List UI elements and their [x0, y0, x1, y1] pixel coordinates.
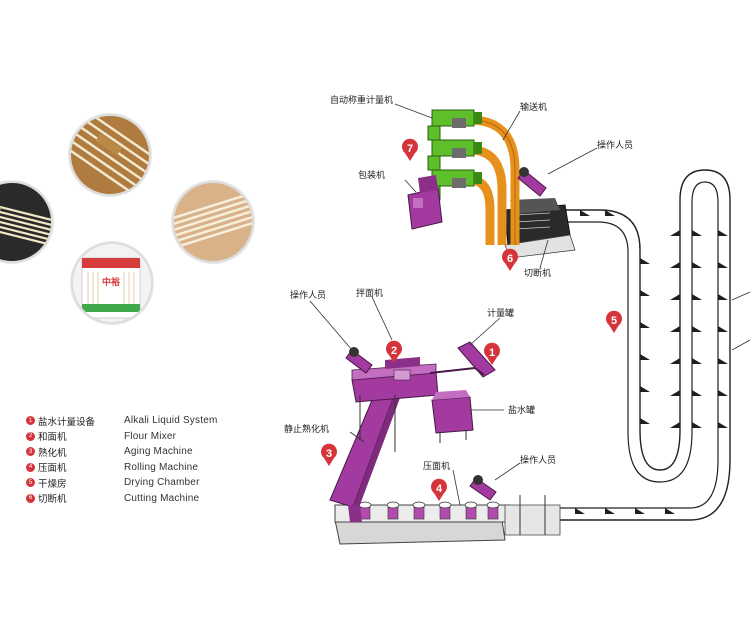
legend-cn-5: 干燥房 [38, 478, 67, 490]
step-marker-6: 6 [502, 248, 518, 271]
legend-row-5: 5 干燥房 Drying Chamber [26, 475, 256, 491]
label-roller: 压面机 [423, 460, 450, 472]
legend-row-1: 1 盐水计量设备 Alkali Liquid System [26, 413, 256, 429]
drying-chamber-rods [545, 210, 728, 514]
legend-marker-3: 3 [26, 447, 35, 457]
label-operator-left: 操作人员 [290, 289, 326, 301]
label-packer: 包装机 [358, 169, 385, 181]
packing-machine [407, 175, 443, 230]
label-operator-top: 操作人员 [597, 139, 633, 151]
step-marker-label-7: 7 [407, 143, 413, 155]
legend-en-2: Flour Mixer [124, 430, 177, 442]
label-mixer: 拌面机 [356, 287, 383, 299]
operator-bottom [469, 475, 497, 501]
step-marker-label-2: 2 [391, 345, 397, 357]
package-brand-text: 中裕 [102, 276, 120, 288]
label-auto-weigher: 自动称重计量机 [330, 94, 393, 106]
legend-row-2: 2 和面机 Flour Mixer [26, 429, 256, 445]
legend-en-5: Drying Chamber [124, 477, 200, 489]
label-operator-bottom: 操作人员 [520, 454, 556, 466]
label-cutter: 切断机 [524, 267, 551, 279]
legend-row-6: 6 切断机 Cutting Machine [26, 491, 256, 507]
label-brine-tank: 盐水罐 [508, 404, 535, 416]
legend-row-4: 4 压面机 Rolling Machine [26, 460, 256, 476]
step-marker-label-1: 1 [489, 347, 495, 359]
legend-cn-6: 切断机 [38, 494, 67, 506]
noodle-photo-strands-right [171, 180, 255, 264]
legend-marker-6: 6 [26, 493, 35, 503]
legend-marker-2: 2 [26, 431, 35, 441]
legend: 1 盐水计量设备 Alkali Liquid System 2 和面机 Flou… [26, 413, 256, 506]
legend-marker-1: 1 [26, 416, 35, 426]
operator-top [517, 167, 547, 197]
legend-cn-4: 压面机 [38, 463, 67, 475]
rolling-machine [334, 495, 561, 545]
step-marker-3: 3 [321, 443, 337, 466]
metering-tank [429, 341, 496, 378]
step-marker-label-5: 5 [611, 315, 617, 327]
brine-tank [431, 390, 474, 443]
noodle-photo-package: 中裕 [70, 241, 154, 325]
legend-en-1: Alkali Liquid System [124, 415, 218, 427]
legend-en-4: Rolling Machine [124, 461, 199, 473]
flour-mixer [351, 357, 439, 452]
legend-marker-5: 5 [26, 478, 35, 488]
drying-chamber [520, 169, 750, 521]
label-aging: 静止熟化机 [284, 423, 329, 435]
noodle-photo-bundle-top [68, 113, 152, 197]
legend-en-3: Aging Machine [124, 446, 193, 458]
step-marker-label-6: 6 [507, 253, 513, 265]
label-meter-tank: 计量罐 [487, 307, 514, 319]
legend-cn-2: 和面机 [38, 432, 67, 444]
legend-cn-1: 盐水计量设备 [38, 416, 96, 428]
step-marker-5: 5 [606, 310, 622, 333]
legend-row-3: 3 熟化机 Aging Machine [26, 444, 256, 460]
step-marker-7: 7 [402, 138, 418, 161]
legend-en-6: Cutting Machine [124, 492, 200, 504]
label-conveyor: 输送机 [520, 101, 547, 113]
cutting-machine [504, 198, 576, 259]
step-markers: 1 2 3 4 5 6 7 [321, 138, 622, 501]
legend-marker-4: 4 [26, 462, 35, 472]
legend-cn-3: 熟化机 [38, 447, 67, 459]
step-marker-label-4: 4 [436, 483, 443, 495]
step-marker-label-3: 3 [326, 448, 332, 460]
step-marker-4: 4 [431, 478, 447, 501]
auto-weigher [427, 109, 482, 201]
leader-lines [309, 103, 598, 506]
step-marker-1: 1 [484, 342, 500, 365]
noodle-photo-bundle-left [0, 180, 54, 264]
step-marker-2: 2 [386, 340, 402, 363]
